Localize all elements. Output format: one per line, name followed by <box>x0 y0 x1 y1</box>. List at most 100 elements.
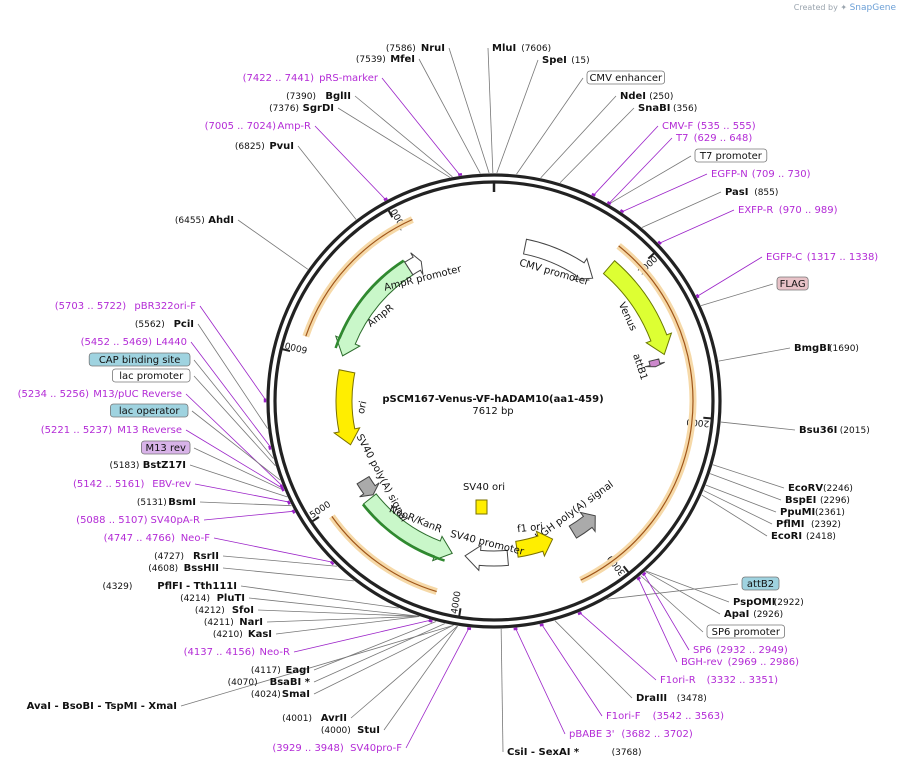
site-position: (4024) <box>251 690 281 700</box>
enzyme-pspomi: PspOMI <box>733 597 775 608</box>
site-position: (4214) <box>180 594 210 604</box>
feature-arrow-venus <box>602 259 673 356</box>
map-length: 7612 bp <box>472 406 513 417</box>
feature-tag-box <box>586 70 665 85</box>
leader-line <box>696 256 763 297</box>
site-position: (1690) <box>829 344 859 354</box>
leader-line <box>515 627 566 735</box>
leader-line <box>701 494 768 537</box>
snapgene-credit: Created by ✦ SnapGene <box>794 3 896 13</box>
site-position: (5183) <box>109 461 139 471</box>
feature-tag-sp6-promoter: SP6 promoter <box>712 627 781 638</box>
feature-label-f1-ori: f1 ori <box>517 522 544 536</box>
primer-sv40pa-r: SV40pA-R <box>151 515 200 526</box>
feature-arrow-f1-ori <box>515 530 554 558</box>
primer-amp-r: Amp-R <box>278 121 312 132</box>
enzyme-ahdi: AhdI <box>208 215 234 226</box>
leader-line <box>541 623 603 717</box>
leader-line <box>712 464 785 489</box>
feature-arrow-sv40-poly-a-signal <box>356 475 380 498</box>
site-position: (4211) <box>204 618 234 628</box>
feature-arrow-attb1 <box>645 358 665 368</box>
feature-arrow-ampr-promoter <box>404 252 424 276</box>
bp-tick-label: 5000 <box>308 500 333 521</box>
feature-tag-flag: FLAG <box>780 279 806 290</box>
site-position: (6455) <box>175 216 205 226</box>
backbone-outer-ring <box>266 173 722 629</box>
site-position: (2246) <box>823 484 853 494</box>
site-position: (5131) <box>137 498 167 508</box>
map-title: pSCM167-Venus-VF-hADAM10(aa1-459) <box>382 394 603 405</box>
site-position: (4137 .. 4156) <box>184 647 256 658</box>
site-position: (4001) <box>282 714 312 724</box>
primer-sv40pro-f: SV40pro-F <box>350 743 402 754</box>
site-position: (3542 .. 3563) <box>653 711 725 722</box>
enzyme-avai-bsobi-tspmi-xmai: AvaI - BsoBI - TspMI - XmaI <box>27 701 177 712</box>
feature-label-sv40-ori: SV40 ori <box>463 482 505 493</box>
site-position: (5703 .. 5722) <box>55 301 127 312</box>
enzyme-avrii: AvrII <box>321 713 347 724</box>
enzyme-sfoi: SfoI <box>232 605 254 616</box>
leader-line <box>700 283 774 306</box>
leader-line <box>222 567 354 582</box>
enzyme-mlui: MluI <box>492 43 516 54</box>
leader-line <box>540 95 617 179</box>
primer-site-mark <box>383 197 388 202</box>
feature-tag-box <box>110 403 189 418</box>
primer-l4440: L4440 <box>156 337 187 348</box>
enzyme-kasi: KasI <box>248 629 272 640</box>
bp-tick <box>647 251 656 260</box>
leader-line <box>313 623 445 683</box>
bp-tick <box>703 416 713 420</box>
leader-line <box>640 575 704 633</box>
enzyme-nrui: NruI <box>421 43 445 54</box>
feature-tag-box <box>776 276 809 291</box>
site-position: (4070) <box>228 678 258 688</box>
site-position: (4608) <box>148 564 178 574</box>
enzyme-bsu36i: Bsu36I <box>799 425 837 436</box>
leader-line <box>314 125 387 201</box>
primer-site-mark <box>636 576 642 581</box>
site-position: (1317 .. 1338) <box>807 252 879 263</box>
leader-line <box>608 137 673 205</box>
feature-tag-box <box>741 576 780 591</box>
orf-arc-line <box>331 515 437 593</box>
site-position: (5234 .. 5256) <box>18 389 90 400</box>
site-position: (4329) <box>102 582 132 592</box>
leader-line <box>720 421 796 431</box>
feature-label-ori: ori <box>356 400 369 415</box>
bp-tick <box>387 208 394 218</box>
leader-lines <box>180 47 796 753</box>
primer-sp6: SP6 <box>693 645 712 656</box>
feature-arrow-ori <box>332 369 361 446</box>
enzyme-ppumi: PpuMI <box>780 507 815 518</box>
enzyme-ecorv: EcoRV <box>788 483 823 494</box>
enzyme-spei: SpeI <box>542 55 567 66</box>
enzyme-pluti: PluTI <box>217 593 245 604</box>
primer-site-mark <box>280 487 285 492</box>
site-position: (2969 .. 2986) <box>728 657 800 668</box>
orf-arc-line <box>580 245 694 581</box>
leader-line <box>257 609 420 617</box>
primer-site-mark <box>539 623 544 627</box>
site-position: (3682 .. 3702) <box>621 729 693 740</box>
enzyme-smai: SmaI <box>282 689 310 700</box>
enzyme-pflfi-tth111i: PflFI - Tth111I <box>157 581 237 592</box>
feature-tag-box <box>140 440 191 455</box>
site-position: (7005 .. 7024) <box>205 121 277 132</box>
leader-line <box>222 555 337 567</box>
site-position: (5562) <box>135 320 165 330</box>
leader-line <box>313 624 454 695</box>
site-position: (356) <box>673 104 697 114</box>
site-position: (4117) <box>251 666 281 676</box>
leader-line <box>350 625 458 719</box>
leader-line <box>559 107 635 184</box>
primer-site-mark <box>286 500 291 505</box>
enzyme-snabi: SnaBI <box>638 103 670 114</box>
primer-m13-puc-reverse: M13/pUC Reverse <box>93 389 182 400</box>
primer-egfp-n: EGFP-N <box>711 169 748 180</box>
feature-tag-t7-promoter: T7 promoter <box>699 151 763 162</box>
site-position: (2296) <box>820 496 850 506</box>
primer-site-mark <box>657 240 662 246</box>
leader-line <box>405 627 470 749</box>
